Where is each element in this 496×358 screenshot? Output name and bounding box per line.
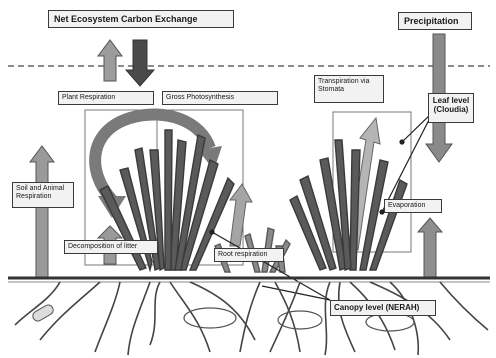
leaf-level-label: Leaf level (Cloudia) xyxy=(428,93,474,123)
evaporation-label: Evaporation xyxy=(384,199,442,213)
nee-down-arrow xyxy=(126,40,154,86)
canopy-level-label: Canopy level (NERAH) xyxy=(330,300,436,316)
soil-organism-icon xyxy=(31,303,55,323)
decomposition-label: Decomposition of litter xyxy=(64,240,158,254)
nee-arrows xyxy=(98,40,154,86)
root-respiration-label: Root respiration xyxy=(214,248,284,262)
gross-photosynthesis-label: Gross Photosynthesis xyxy=(162,91,278,105)
nee-up-arrow xyxy=(98,40,122,81)
evaporation-arrow xyxy=(418,218,442,278)
roots xyxy=(15,282,488,355)
precipitation-label: Precipitation xyxy=(398,12,472,30)
soil-respiration-arrow xyxy=(30,146,54,278)
nee-label: Net Ecosystem Carbon Exchange xyxy=(48,10,234,28)
transpiration-label: Transpiration via Stomata xyxy=(314,75,384,103)
soil-animal-respiration-label: Soil and Animal Respiration xyxy=(12,182,74,208)
plant-respiration-label: Plant Respiration xyxy=(58,91,154,105)
